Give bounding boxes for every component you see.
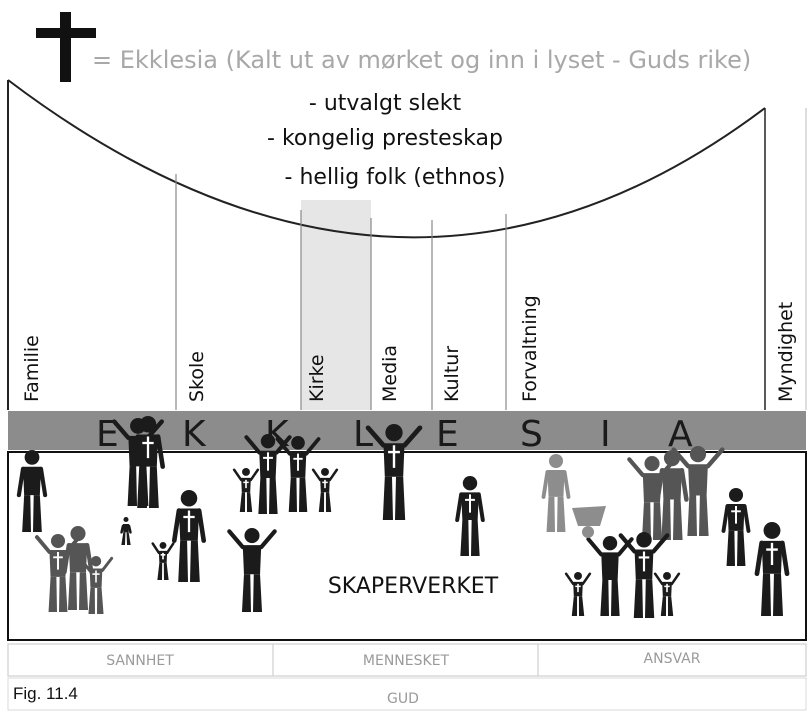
person-silhouette bbox=[618, 532, 670, 618]
person-silhouette bbox=[671, 446, 725, 536]
cross-icon bbox=[638, 551, 650, 572]
person-silhouette bbox=[171, 490, 207, 582]
foundation-mennesket: MENNESKET bbox=[363, 653, 450, 669]
foundation bbox=[7, 643, 807, 711]
person-silhouette bbox=[34, 534, 82, 612]
person-silhouette bbox=[275, 436, 321, 512]
person-silhouette bbox=[653, 572, 681, 616]
bar-letter: E bbox=[96, 414, 119, 455]
cross-icon bbox=[575, 583, 581, 593]
cross-icon bbox=[465, 494, 475, 513]
person-silhouette bbox=[721, 488, 751, 566]
creation-label: SKAPERVERKET bbox=[328, 574, 499, 599]
person-silhouette bbox=[62, 526, 94, 610]
domain-label-kirke: Kirke bbox=[306, 354, 328, 402]
person-silhouette bbox=[151, 542, 175, 580]
cross-icon bbox=[160, 552, 166, 560]
creation-box bbox=[7, 451, 807, 641]
person-silhouette bbox=[754, 522, 790, 616]
person-silhouette bbox=[455, 476, 485, 556]
cross-icon bbox=[183, 510, 195, 533]
person-silhouette bbox=[227, 528, 277, 612]
figure-caption: Fig. 11.4 bbox=[13, 684, 78, 703]
identity-line-2: - kongelig presteskap bbox=[267, 126, 503, 151]
person-silhouette bbox=[130, 416, 166, 508]
foundation-sannhet: SANNHET bbox=[106, 653, 174, 669]
domain-label-media: Media bbox=[379, 345, 401, 402]
identity-line-1: - utvalgt slekt bbox=[309, 91, 462, 116]
domain-label-familie: Familie bbox=[21, 335, 43, 402]
ekklesia-arc bbox=[7, 79, 766, 239]
cross-icon bbox=[36, 12, 96, 82]
cross-icon bbox=[92, 570, 100, 583]
bar-letter: L bbox=[353, 414, 373, 455]
cross-icon bbox=[263, 452, 273, 471]
cross-icon bbox=[388, 445, 400, 468]
column-dividers bbox=[175, 174, 507, 410]
bar-letter: E bbox=[436, 414, 459, 455]
cross-icon bbox=[322, 479, 328, 489]
person-silhouette bbox=[78, 556, 114, 614]
foundation-gud: GUD bbox=[387, 691, 419, 707]
bar-letter: K bbox=[182, 414, 207, 455]
person-silhouette bbox=[16, 450, 48, 532]
bar-letter: S bbox=[520, 414, 543, 455]
person-silhouette bbox=[564, 572, 592, 616]
person-silhouette bbox=[311, 468, 339, 512]
bar-letter: I bbox=[600, 414, 611, 455]
cross-icon bbox=[731, 506, 741, 524]
cross-icon bbox=[142, 436, 154, 459]
foundation-ansvar: ANSVAR bbox=[644, 651, 701, 667]
person-silhouette bbox=[365, 424, 423, 520]
domain-label-kultur: Kultur bbox=[441, 346, 463, 402]
cross-icon bbox=[293, 453, 303, 471]
cross-icon bbox=[766, 542, 778, 566]
domain-label-myndighet: Myndighet bbox=[775, 302, 797, 402]
domain-label-skole: Skole bbox=[186, 351, 208, 402]
ekklesia-definition: = Ekklesia (Kalt ut av mørket og inn i l… bbox=[92, 46, 751, 74]
people-silhouettes bbox=[16, 416, 790, 618]
cross-icon bbox=[53, 552, 63, 570]
person-silhouette bbox=[586, 536, 634, 616]
person-silhouette bbox=[120, 517, 132, 545]
person-silhouette bbox=[655, 450, 689, 540]
wheelbarrow-icon bbox=[572, 506, 606, 538]
domain-label-forvaltning: Forvaltning bbox=[519, 295, 541, 402]
identity-line-3: - hellig folk (ethnos) bbox=[285, 165, 506, 190]
person-silhouette bbox=[232, 468, 260, 512]
person-silhouette bbox=[541, 454, 571, 532]
cross-icon bbox=[664, 583, 670, 593]
cross-icon bbox=[243, 479, 249, 489]
